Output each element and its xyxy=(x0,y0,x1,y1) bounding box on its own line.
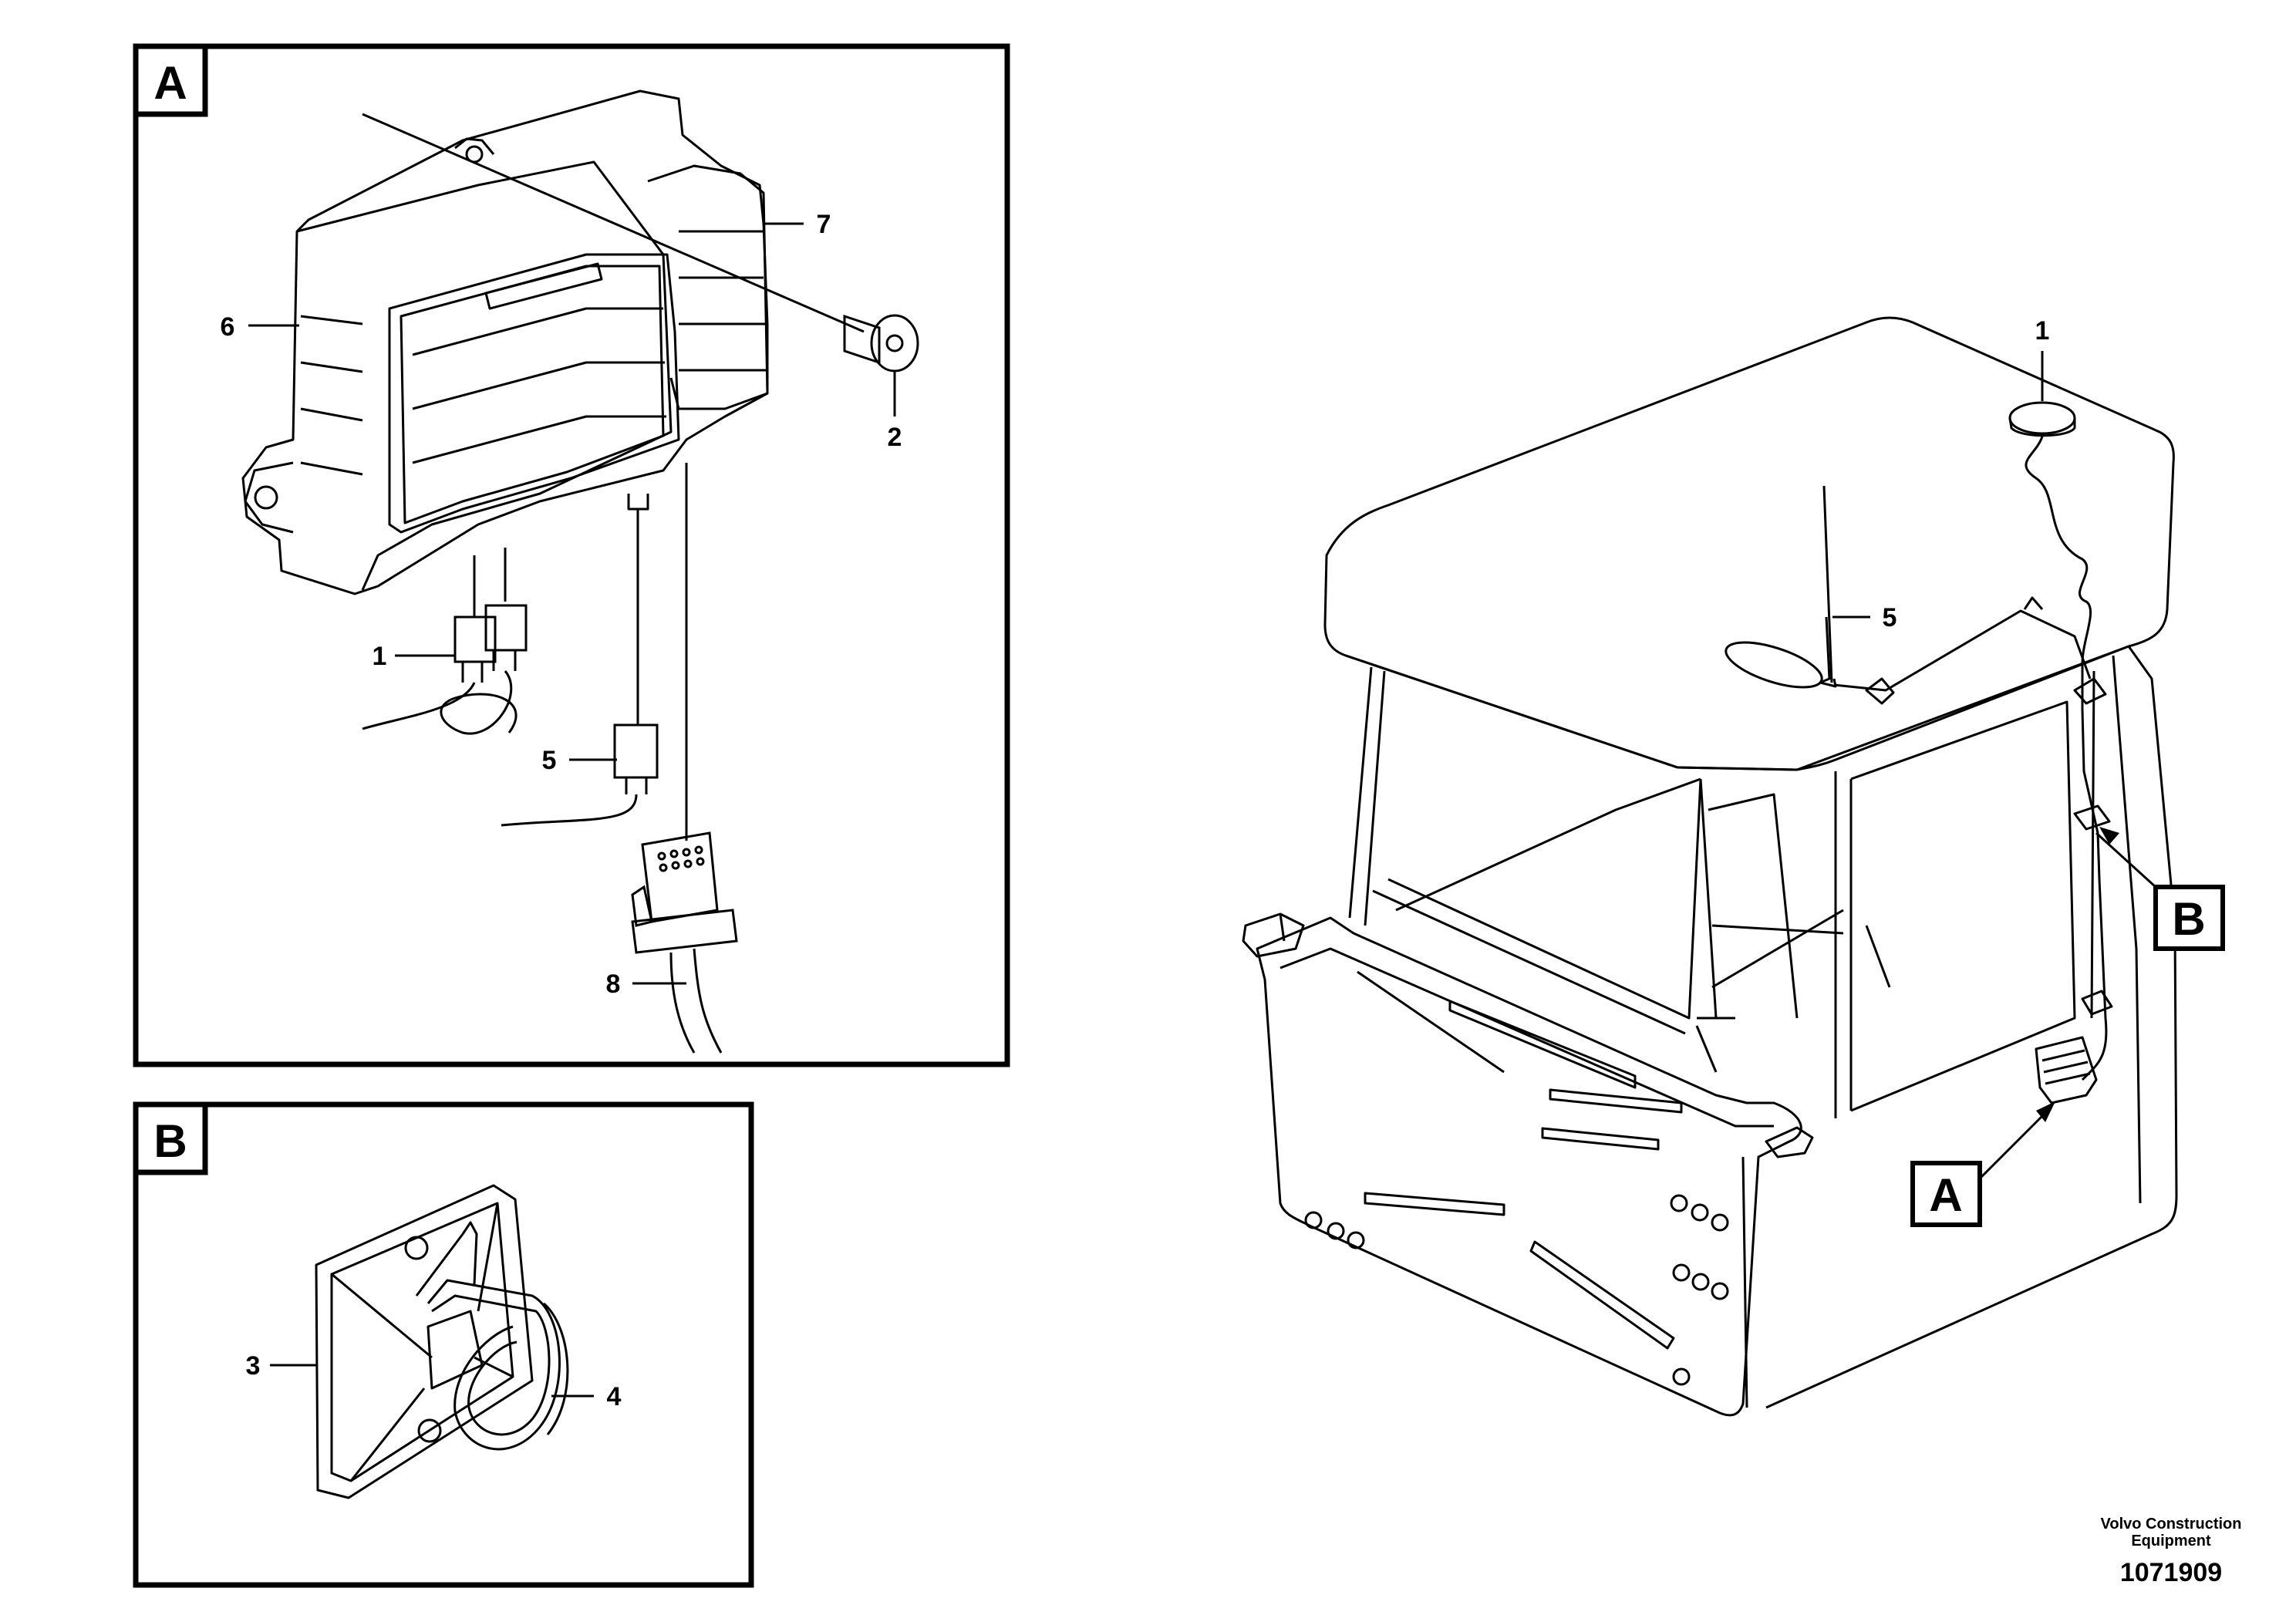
detail-a-tag: A xyxy=(153,57,187,109)
connector-item-5 xyxy=(501,509,659,827)
callout-b-4: 4 xyxy=(607,1382,622,1411)
callout-overview-5: 5 xyxy=(1883,603,1897,632)
callout-b-3: 3 xyxy=(246,1351,261,1381)
callout-a-6: 6 xyxy=(221,312,235,342)
callout-overview-1: 1 xyxy=(2035,316,2050,346)
overview-tag-b-box xyxy=(2153,885,2225,951)
overview-leaders xyxy=(1832,351,2157,1182)
gps-puck-item-1 xyxy=(2008,401,2076,437)
publisher-credit: Volvo Construction Equipment 1071909 xyxy=(2082,1516,2260,1588)
cab-roof xyxy=(1323,316,2175,771)
callout-a-1: 1 xyxy=(373,642,387,671)
detail-b-leaders xyxy=(270,1364,594,1398)
credit-line-2: Equipment xyxy=(2131,1533,2211,1549)
arrowhead-a xyxy=(2036,1101,2055,1122)
tie-mount-drawing xyxy=(315,1184,569,1499)
diagram-number: 1071909 xyxy=(2119,1558,2223,1587)
detail-b-panel: B 3 4 xyxy=(133,1101,754,1588)
cab-control-unit xyxy=(2035,1036,2098,1104)
detail-a-leaders xyxy=(248,113,896,985)
overview-tag-a: A xyxy=(1929,1169,1962,1221)
credit-line-1: Volvo Construction xyxy=(2100,1516,2242,1533)
detail-b-frame xyxy=(133,1101,754,1588)
detail-b-tag: B xyxy=(153,1115,187,1167)
bolt-item-2 xyxy=(843,314,919,373)
detail-b-tag-box xyxy=(133,1101,208,1175)
antenna-item-5 xyxy=(1725,485,1837,689)
connectors-item-1 xyxy=(362,548,528,735)
arrowhead-b xyxy=(2099,827,2119,845)
callout-a-8: 8 xyxy=(606,969,621,999)
overview-tag-a-box xyxy=(1910,1161,1982,1227)
callout-a-5: 5 xyxy=(542,746,557,775)
callout-a-7: 7 xyxy=(817,210,831,239)
detail-a-panel: A xyxy=(133,43,1010,1067)
callout-a-2: 2 xyxy=(888,423,902,452)
overview-tag-b: B xyxy=(2172,893,2205,945)
cab-lower-body xyxy=(1256,916,1802,1417)
control-unit-drawing xyxy=(241,89,769,595)
cab-harness xyxy=(2025,436,2108,1081)
detail-a-frame xyxy=(133,43,1010,1067)
detail-a-tag-box xyxy=(133,43,208,117)
connector-item-8 xyxy=(631,463,738,1054)
cab-overview xyxy=(1242,316,2178,1417)
